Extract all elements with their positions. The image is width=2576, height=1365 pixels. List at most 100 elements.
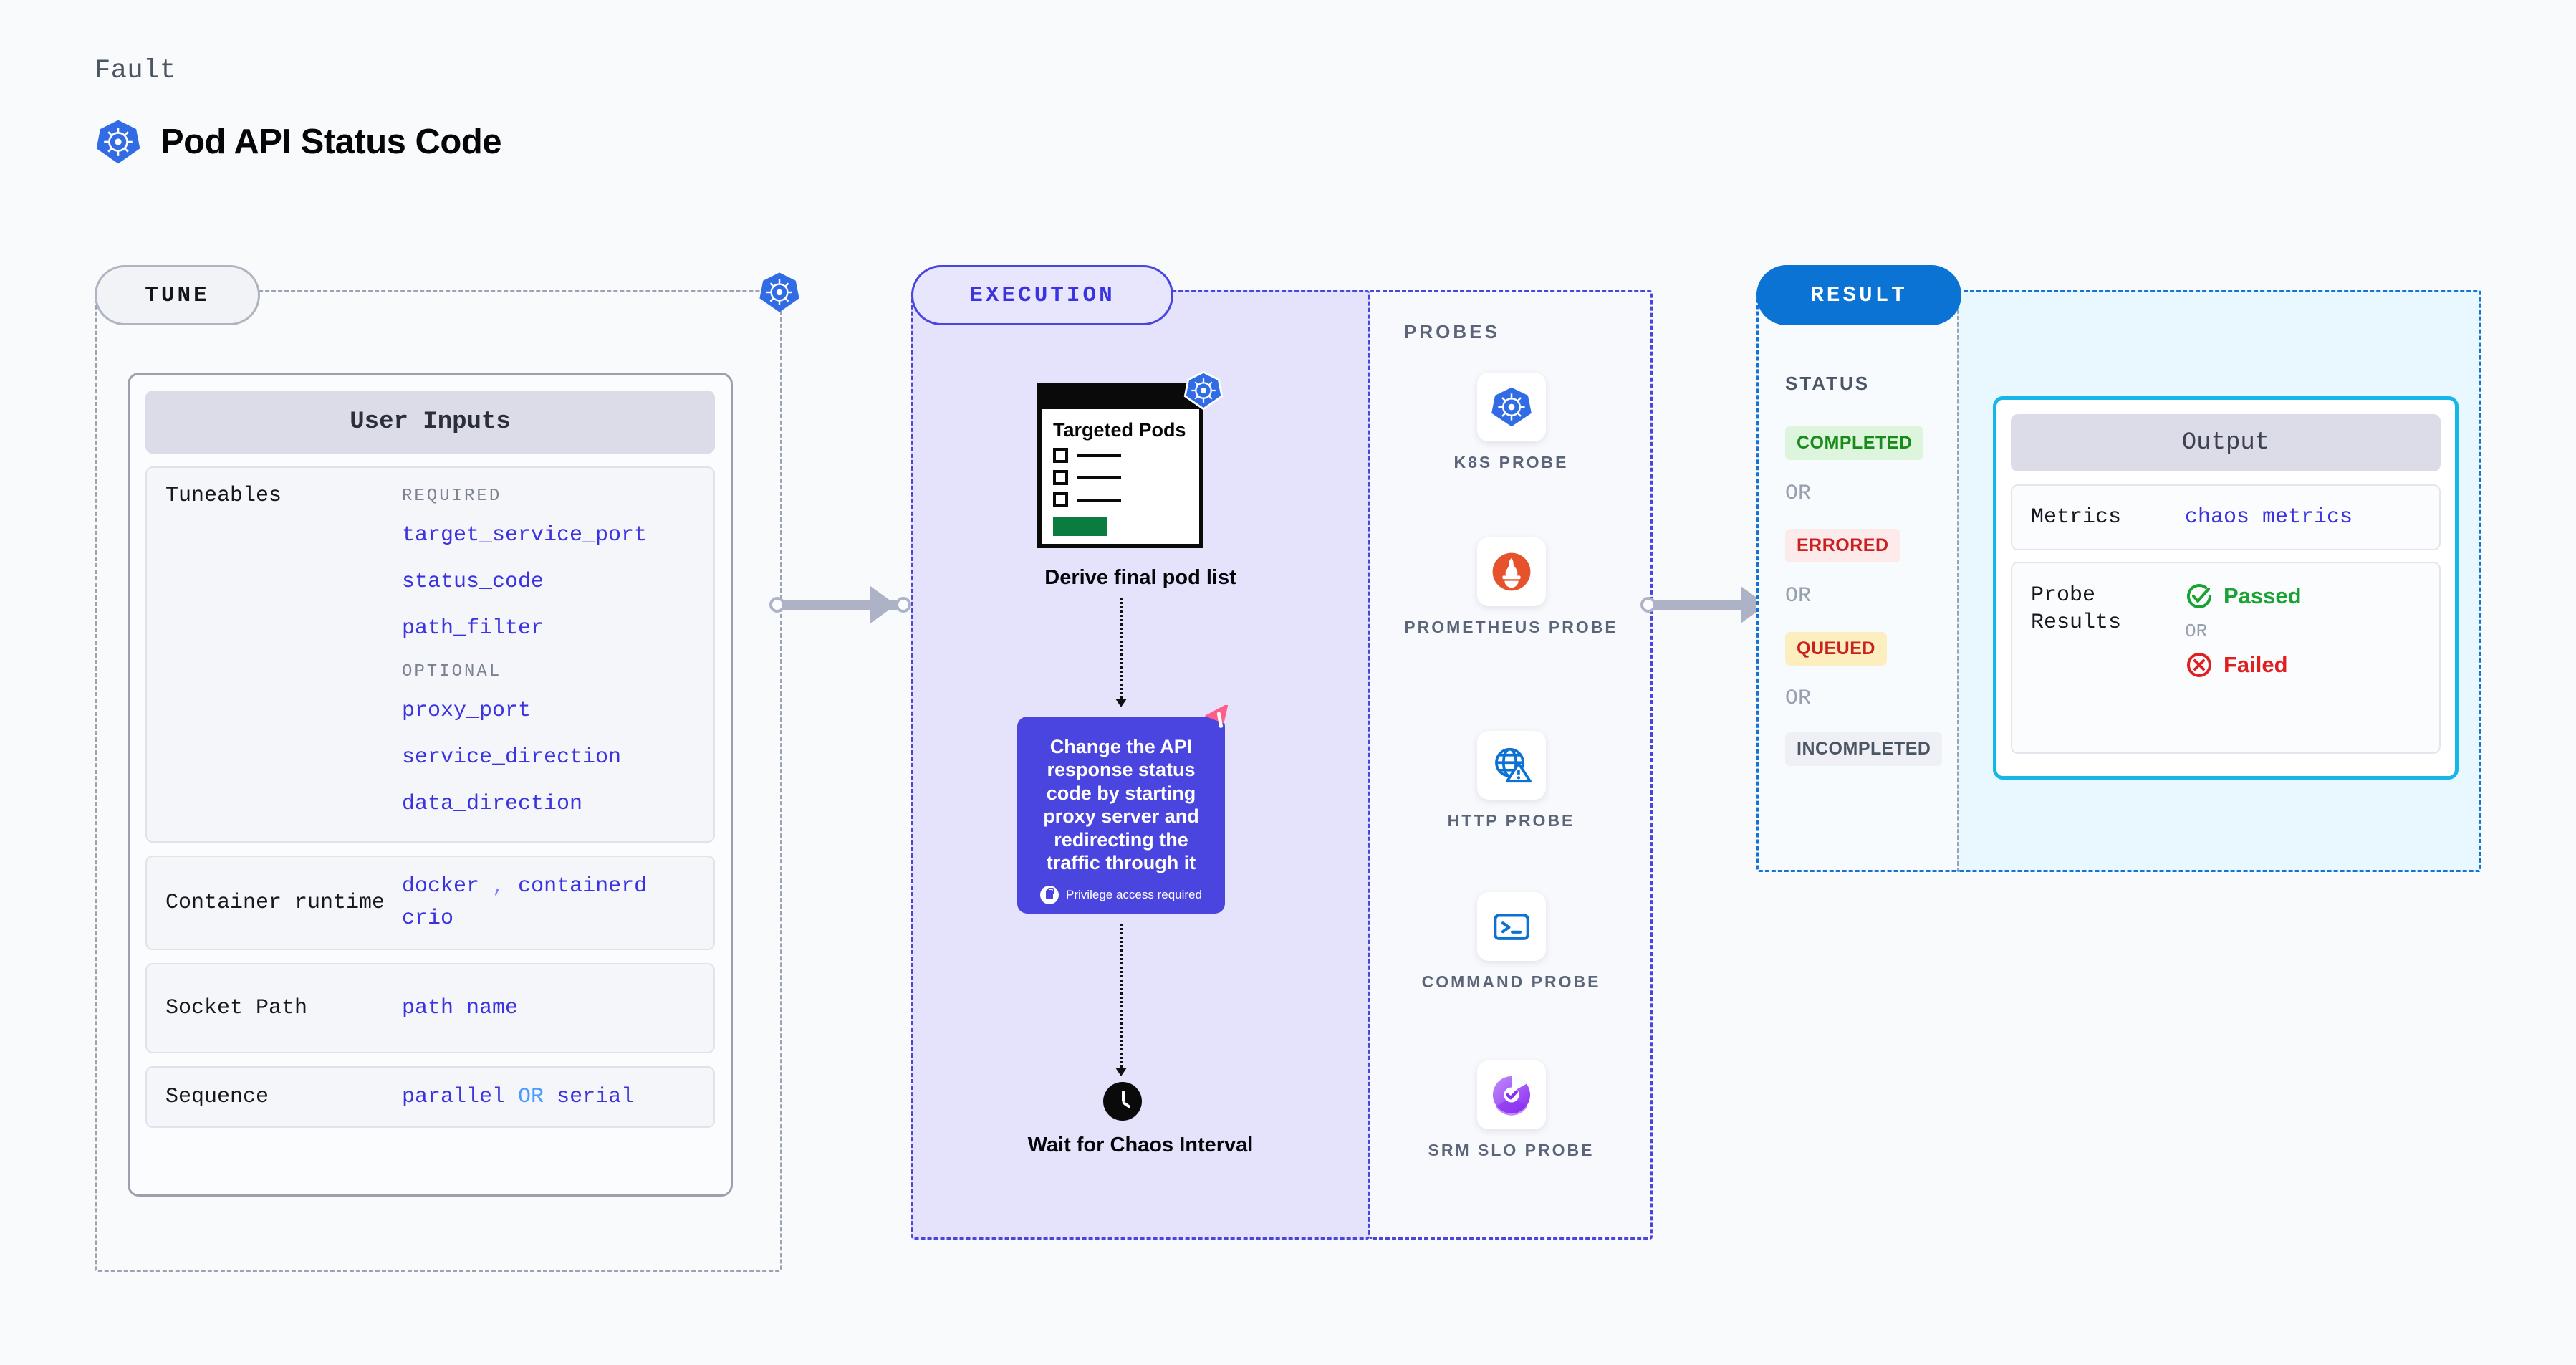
check-circle-icon bbox=[2187, 584, 2211, 608]
kubernetes-icon bbox=[1183, 370, 1224, 411]
flow-line-1 bbox=[1120, 598, 1123, 699]
harness-ribbon-icon bbox=[1205, 705, 1229, 728]
metrics-row: Metrics chaos metrics bbox=[2011, 484, 2441, 550]
tuneable-data-direction[interactable]: data_direction bbox=[402, 792, 583, 816]
list-item bbox=[1053, 448, 1188, 464]
targeted-pods-card: Targeted Pods bbox=[1037, 370, 1224, 548]
checkbox-icon[interactable] bbox=[1053, 470, 1068, 486]
status-badge-errored: ERRORED bbox=[1785, 529, 1900, 562]
runtime-crio[interactable]: crio bbox=[402, 906, 454, 931]
tuneable-target-service-port[interactable]: target_service_port bbox=[402, 523, 648, 547]
connector-line-2 bbox=[1653, 600, 1767, 610]
container-runtime-row: Container runtime docker , containerd cr… bbox=[145, 856, 715, 950]
clock-icon bbox=[1103, 1082, 1142, 1121]
list-item bbox=[1053, 470, 1188, 486]
probe-results-label: Probe Results bbox=[2031, 583, 2122, 636]
tune-badge: TUNE bbox=[95, 265, 260, 325]
http-globe-warning-icon bbox=[1494, 747, 1532, 783]
probes-title: PROBES bbox=[1404, 321, 1500, 343]
pod-line bbox=[1077, 454, 1121, 457]
connector-arrow-1 bbox=[870, 586, 896, 623]
x-circle-icon bbox=[2187, 653, 2211, 677]
kubernetes-icon bbox=[759, 272, 799, 312]
optional-group-title: OPTIONAL bbox=[402, 662, 502, 681]
container-runtime-label: Container runtime bbox=[165, 890, 385, 915]
wait-for-chaos-interval-label: Wait for Chaos Interval bbox=[1027, 1134, 1254, 1156]
result-divider bbox=[1957, 290, 1959, 872]
status-or-3: OR bbox=[1785, 686, 1812, 711]
result-status-panel bbox=[1756, 290, 1957, 872]
pod-line bbox=[1077, 498, 1121, 502]
status-title: STATUS bbox=[1785, 373, 1870, 394]
tuneables-values: REQUIRED target_service_port status_code… bbox=[402, 482, 695, 827]
page-title-row: Pod API Status Code bbox=[95, 118, 502, 166]
probe-k8s[interactable]: K8S PROBE bbox=[1370, 373, 1653, 474]
kubernetes-icon bbox=[1491, 387, 1532, 427]
status-badge-queued: QUEUED bbox=[1785, 632, 1887, 666]
pods-titlebar bbox=[1042, 388, 1199, 409]
execution-badge: EXECUTION bbox=[911, 265, 1173, 325]
probe-srm-slo[interactable]: SRM SLO PROBE bbox=[1370, 1060, 1653, 1162]
probe-result-passed: Passed bbox=[2185, 582, 2302, 610]
pod-line bbox=[1077, 476, 1121, 479]
socket-path-row: Socket Path path name bbox=[145, 963, 715, 1053]
tune-panel bbox=[95, 290, 782, 1272]
probe-label: K8S PROBE bbox=[1453, 453, 1569, 471]
checkbox-icon[interactable] bbox=[1053, 448, 1068, 464]
runtime-separator: , bbox=[492, 874, 506, 899]
prometheus-icon bbox=[1492, 552, 1530, 591]
tuneables-label: Tuneables bbox=[165, 484, 282, 508]
probe-http[interactable]: HTTP PROBE bbox=[1370, 731, 1653, 832]
sequence-label: Sequence bbox=[165, 1084, 269, 1109]
status-badge-incompleted: INCOMPLETED bbox=[1785, 732, 1943, 766]
tuneables-row: Tuneables REQUIRED target_service_port s… bbox=[145, 466, 715, 843]
required-group-title: REQUIRED bbox=[402, 487, 502, 506]
result-badge: RESULT bbox=[1756, 265, 1961, 325]
pods-confirm-bar bbox=[1053, 517, 1107, 537]
sequence-or: OR bbox=[518, 1084, 544, 1109]
tuneable-path-filter[interactable]: path_filter bbox=[402, 616, 544, 641]
checkbox-icon[interactable] bbox=[1053, 492, 1068, 508]
sequence-serial[interactable]: serial bbox=[557, 1084, 635, 1109]
list-item bbox=[1053, 492, 1188, 508]
srm-slo-gauge-icon bbox=[1492, 1074, 1530, 1116]
output-card: Output Metrics chaos metrics Probe Resul… bbox=[1993, 396, 2459, 780]
probe-result-failed: Failed bbox=[2185, 651, 2302, 679]
terminal-icon bbox=[1493, 914, 1529, 940]
user-inputs-card: User Inputs Tuneables REQUIRED target_se… bbox=[128, 373, 733, 1197]
probe-command[interactable]: COMMAND PROBE bbox=[1370, 892, 1653, 993]
flow-line-2 bbox=[1120, 924, 1123, 1068]
sequence-values: parallel OR serial bbox=[402, 1081, 695, 1113]
connector-line-1 bbox=[782, 600, 897, 610]
probe-label: COMMAND PROBE bbox=[1421, 972, 1601, 991]
fault-eyebrow: Fault bbox=[95, 56, 176, 86]
runtime-docker[interactable]: docker bbox=[402, 874, 480, 899]
tuneable-proxy-port[interactable]: proxy_port bbox=[402, 699, 532, 723]
tuneable-service-direction[interactable]: service_direction bbox=[402, 745, 622, 770]
status-or-1: OR bbox=[1785, 482, 1812, 506]
probe-results-row: Probe Results Passed OR Failed bbox=[2011, 562, 2441, 754]
page-title: Pod API Status Code bbox=[160, 123, 502, 161]
metrics-value[interactable]: chaos metrics bbox=[2185, 505, 2353, 530]
runtime-containerd[interactable]: containerd bbox=[518, 874, 648, 899]
targeted-pods-title: Targeted Pods bbox=[1053, 419, 1186, 441]
probe-result-or: OR bbox=[2185, 621, 2208, 642]
sequence-parallel[interactable]: parallel bbox=[402, 1084, 506, 1109]
connector-dot-right bbox=[895, 597, 911, 613]
lock-icon bbox=[1040, 886, 1059, 905]
socket-path-value[interactable]: path name bbox=[402, 995, 519, 1020]
privilege-note: Privilege access required bbox=[1033, 886, 1209, 905]
tuneable-status-code[interactable]: status_code bbox=[402, 570, 544, 594]
failed-label: Failed bbox=[2224, 652, 2288, 677]
output-title: Output bbox=[2011, 414, 2441, 471]
sequence-row: Sequence parallel OR serial bbox=[145, 1066, 715, 1128]
probe-label: HTTP PROBE bbox=[1447, 811, 1575, 830]
derive-pod-list-label: Derive final pod list bbox=[1044, 566, 1236, 589]
action-card-text: Change the API response status code by s… bbox=[1043, 736, 1199, 873]
user-inputs-title: User Inputs bbox=[145, 391, 715, 454]
status-or-2: OR bbox=[1785, 584, 1812, 608]
probe-prometheus[interactable]: PROMETHEUS PROBE bbox=[1370, 537, 1653, 638]
passed-label: Passed bbox=[2224, 583, 2302, 608]
probe-label: PROMETHEUS PROBE bbox=[1404, 618, 1618, 636]
container-runtime-values: docker , containerd crio bbox=[402, 871, 695, 935]
